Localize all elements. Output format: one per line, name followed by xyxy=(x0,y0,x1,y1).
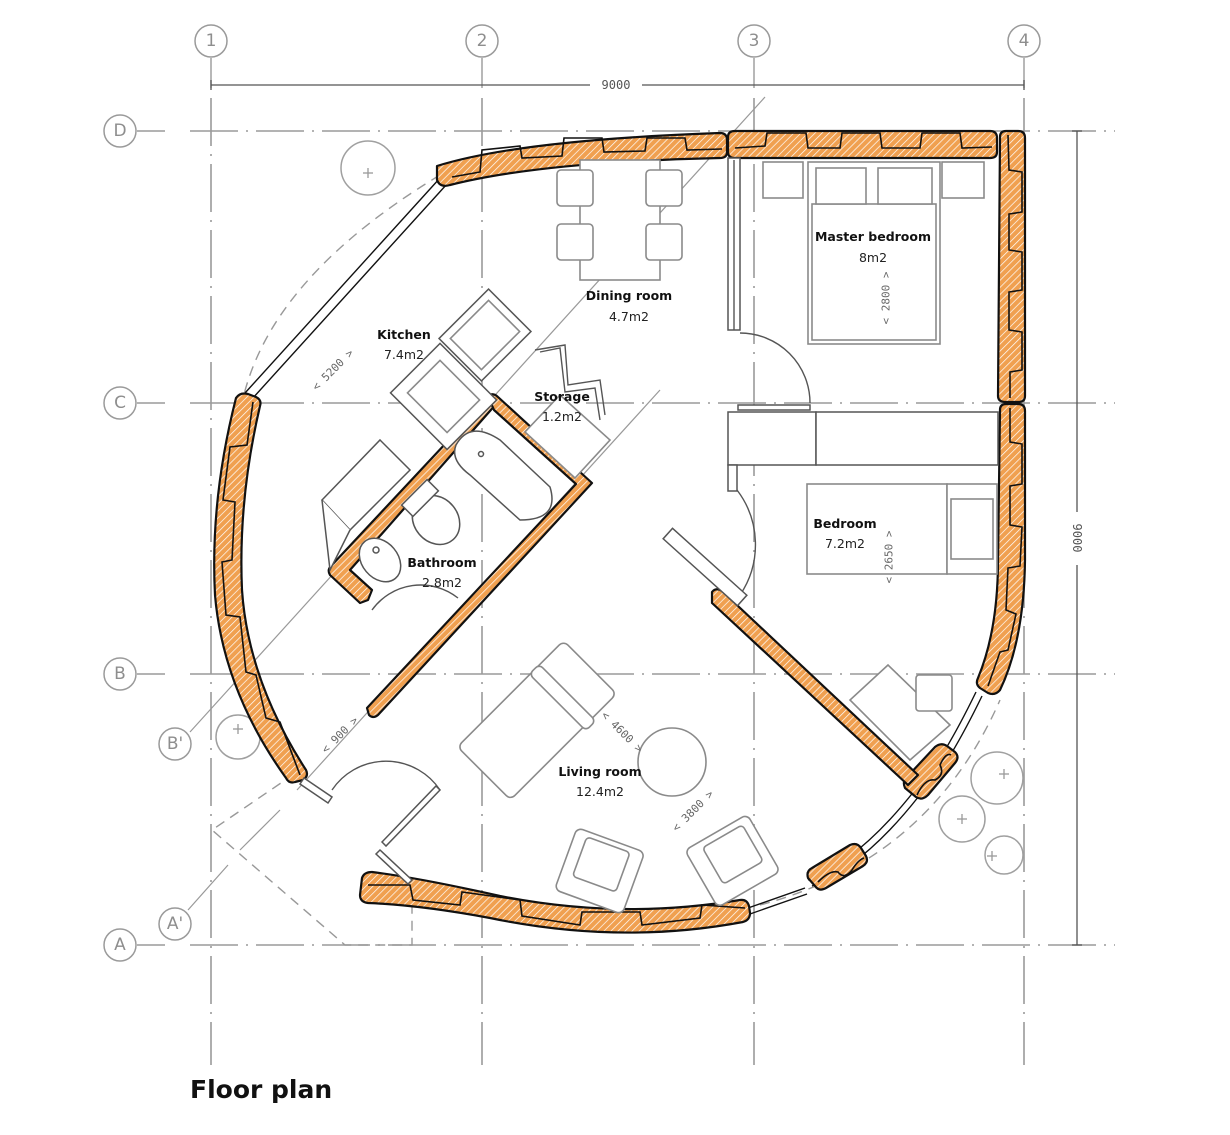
grid-bubble-col-3: 3 xyxy=(737,24,771,58)
wall-pier-southeast xyxy=(806,842,869,891)
room-label-bedroom: Bedroom 7.2m2 < 2650 > xyxy=(813,516,895,583)
door-bathroom xyxy=(371,584,459,611)
room-label-kitchen: Kitchen 7.4m2 xyxy=(377,327,431,362)
svg-text:8m2: 8m2 xyxy=(859,250,887,265)
room-label-bathroom: Bathroom 2.8m2 xyxy=(407,555,476,590)
tree-east-1 xyxy=(970,751,1024,805)
grid-bubble-col-1: 1 xyxy=(194,24,228,58)
svg-text:C: C xyxy=(114,393,126,413)
svg-text:Dining room: Dining room xyxy=(586,288,672,303)
partition-master-west xyxy=(727,157,741,331)
coffee-table xyxy=(637,727,707,797)
dimension-entrance: < 900 > xyxy=(319,714,361,756)
grid-bubble-col-2: 2 xyxy=(465,24,499,58)
dimension-kitchen-window: < 5200 > xyxy=(310,346,357,393)
nightstands xyxy=(762,161,985,199)
svg-text:< 2650 >: < 2650 > xyxy=(883,530,896,583)
armchair-right xyxy=(686,815,779,907)
svg-text:Living room: Living room xyxy=(558,764,641,779)
wall-east-master xyxy=(996,129,1027,404)
room-label-storage: Storage 1.2m2 xyxy=(534,389,590,424)
closet-block xyxy=(727,411,999,492)
svg-text:7.4m2: 7.4m2 xyxy=(384,347,424,362)
page-title: Floor plan xyxy=(190,1075,333,1104)
bedroom-bed xyxy=(806,483,998,575)
svg-text:Bathroom: Bathroom xyxy=(407,555,476,570)
svg-text:7.2m2: 7.2m2 xyxy=(825,536,865,551)
wall-north-master xyxy=(726,129,999,160)
grid-bubble-b-prime: B' xyxy=(158,727,192,761)
svg-text:Kitchen: Kitchen xyxy=(377,327,431,342)
bathtub xyxy=(453,430,553,521)
room-label-living-room: Living room 12.4m2 xyxy=(558,764,641,799)
svg-text:3: 3 xyxy=(749,31,760,51)
svg-text:B: B xyxy=(114,664,126,684)
dimension-overall-height: 9000 xyxy=(1070,130,1084,946)
kitchen-sink-counter xyxy=(389,342,498,451)
sofa xyxy=(459,642,615,799)
grid-bubble-row-a: A xyxy=(103,928,137,962)
dimension-overall-width: 9000 xyxy=(210,78,1025,92)
grid-bubble-col-4: 4 xyxy=(1007,24,1041,58)
master-bed xyxy=(807,161,941,345)
bathroom-sink xyxy=(358,537,402,583)
room-label-dining-room: Dining room 4.7m2 xyxy=(586,288,672,324)
svg-text:D: D xyxy=(113,121,126,141)
wall-south-living xyxy=(358,870,752,934)
door-bedroom xyxy=(662,489,757,607)
svg-text:4: 4 xyxy=(1019,31,1030,51)
door-entrance xyxy=(298,760,442,886)
svg-text:9000: 9000 xyxy=(1070,524,1084,553)
fridge xyxy=(437,287,533,383)
svg-text:12.4m2: 12.4m2 xyxy=(576,784,624,799)
svg-text:A: A xyxy=(114,935,126,955)
kitchen-counter xyxy=(320,438,412,573)
svg-text:< 2800 >: < 2800 > xyxy=(880,271,893,324)
storage-shelves xyxy=(523,344,612,480)
svg-text:Master bedroom: Master bedroom xyxy=(815,229,931,244)
dimension-sofa: < 4600 > xyxy=(599,709,646,756)
bedroom-desk xyxy=(848,663,953,762)
grid-bubble-row-d: D xyxy=(103,114,137,148)
svg-text:Bedroom: Bedroom xyxy=(813,516,876,531)
grid-bubble-row-b: B xyxy=(103,657,137,691)
roof-outline xyxy=(210,174,441,946)
window-living-south xyxy=(747,887,808,915)
svg-text:B': B' xyxy=(167,734,183,754)
wall-west-curved xyxy=(213,392,309,784)
room-label-master-bedroom: Master bedroom 8m2 < 2800 > xyxy=(815,229,931,324)
tree-east-3 xyxy=(984,835,1024,875)
svg-text:2.8m2: 2.8m2 xyxy=(422,575,462,590)
window-kitchen xyxy=(244,177,448,400)
svg-text:1.2m2: 1.2m2 xyxy=(542,409,582,424)
svg-text:4.7m2: 4.7m2 xyxy=(609,309,649,324)
svg-text:2: 2 xyxy=(477,31,488,51)
door-master-bedroom xyxy=(737,332,811,411)
svg-text:A': A' xyxy=(167,914,183,934)
svg-text:Storage: Storage xyxy=(534,389,590,404)
grid-bubble-a-prime: A' xyxy=(158,907,192,941)
toilet xyxy=(400,478,461,546)
grid-bubble-row-c: C xyxy=(103,386,137,420)
armchair-left xyxy=(555,828,644,914)
tree-northwest xyxy=(340,140,396,196)
tree-east-2 xyxy=(938,795,986,843)
dining-chairs xyxy=(556,169,683,261)
svg-text:1: 1 xyxy=(206,31,217,51)
svg-text:9000: 9000 xyxy=(602,78,631,92)
wall-interior-bathroom-east xyxy=(365,393,594,719)
wall-east-bedroom xyxy=(975,402,1027,696)
